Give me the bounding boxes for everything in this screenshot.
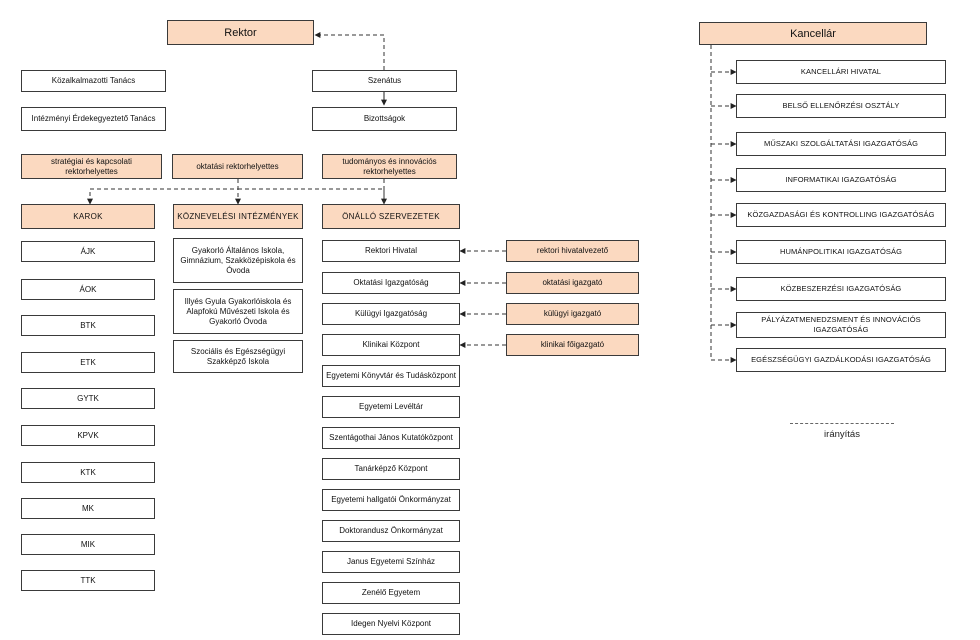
school-box: Szociális és Egészségügyi Szakképző Isko… [173, 340, 303, 373]
legend-label: irányítás [824, 429, 860, 440]
unit-box: Zenélő Egyetem [322, 582, 460, 604]
unit-box: Idegen Nyelvi Központ [322, 613, 460, 635]
faculty-box: KTK [21, 462, 155, 483]
school-box: Gyakorló Általános Iskola, Gimnázium, Sz… [173, 238, 303, 283]
faculty-box: KPVK [21, 425, 155, 446]
director-box: klinikai főigazgató [506, 334, 639, 356]
unit-box: Külügyi Igazgatóság [322, 303, 460, 325]
director-box: rektori hivatalvezető [506, 240, 639, 262]
faculty-box: MK [21, 498, 155, 519]
karok-header: KAROK [21, 204, 155, 229]
vice-rector-box: oktatási rektorhelyettes [172, 154, 303, 179]
chancellery-unit-box: PÁLYÁZATMENEDZSMENT ÉS INNOVÁCIÓS IGAZGA… [736, 312, 946, 338]
kozneveles-header: KÖZNEVELÉSI INTÉZMÉNYEK [173, 204, 303, 229]
unit-box: Janus Egyetemi Színház [322, 551, 460, 573]
chancellery-unit-box: INFORMATIKAI IGAZGATÓSÁG [736, 168, 946, 192]
bizottsagok-box: Bizottságok [312, 107, 457, 131]
chancellery-unit-box: HUMÁNPOLITIKAI IGAZGATÓSÁG [736, 240, 946, 264]
vice-rector-box: stratégiai és kapcsolati rektorhelyettes [21, 154, 162, 179]
szenatus-box: Szenátus [312, 70, 457, 92]
chancellery-unit-box: BELSŐ ELLENŐRZÉSI OSZTÁLY [736, 94, 946, 118]
unit-box: Oktatási Igazgatóság [322, 272, 460, 294]
council-box: Intézményi Érdekegyeztető Tanács [21, 107, 166, 131]
faculty-box: ÁOK [21, 279, 155, 300]
rektor-box: Rektor [167, 20, 314, 45]
chancellery-unit-box: KANCELLÁRI HIVATAL [736, 60, 946, 84]
faculty-box: ETK [21, 352, 155, 373]
director-box: oktatási igazgató [506, 272, 639, 294]
legend-dashed-line [790, 423, 894, 424]
faculty-box: BTK [21, 315, 155, 336]
school-box: Illyés Gyula Gyakorlóiskola és Alapfokú … [173, 289, 303, 334]
chancellery-unit-box: MŰSZAKI SZOLGÁLTATÁSI IGAZGATÓSÁG [736, 132, 946, 156]
unit-box: Doktorandusz Önkormányzat [322, 520, 460, 542]
council-box: Közalkalmazotti Tanács [21, 70, 166, 92]
faculty-box: MIK [21, 534, 155, 555]
chancellery-unit-box: KÖZBESZERZÉSI IGAZGATÓSÁG [736, 277, 946, 301]
unit-box: Tanárképző Központ [322, 458, 460, 480]
chancellery-unit-box: EGÉSZSÉGÜGYI GAZDÁLKODÁSI IGAZGATÓSÁG [736, 348, 946, 372]
director-box: külügyi igazgató [506, 303, 639, 325]
vice-rector-box: tudományos és innovációs rektorhelyettes [322, 154, 457, 179]
faculty-box: ÁJK [21, 241, 155, 262]
unit-box: Szentágothai János Kutatóközpont [322, 427, 460, 449]
chancellery-unit-box: KÖZGAZDASÁGI ÉS KONTROLLING IGAZGATÓSÁG [736, 203, 946, 227]
unit-box: Egyetemi Levéltár [322, 396, 460, 418]
unit-box: Egyetemi Könyvtár és Tudásközpont [322, 365, 460, 387]
unit-box: Rektori Hivatal [322, 240, 460, 262]
onallo-header: ÖNÁLLÓ SZERVEZETEK [322, 204, 460, 229]
unit-box: Klinikai Központ [322, 334, 460, 356]
faculty-box: TTK [21, 570, 155, 591]
unit-box: Egyetemi hallgatói Önkormányzat [322, 489, 460, 511]
kancellar-box: Kancellár [699, 22, 927, 45]
faculty-box: GYTK [21, 388, 155, 409]
